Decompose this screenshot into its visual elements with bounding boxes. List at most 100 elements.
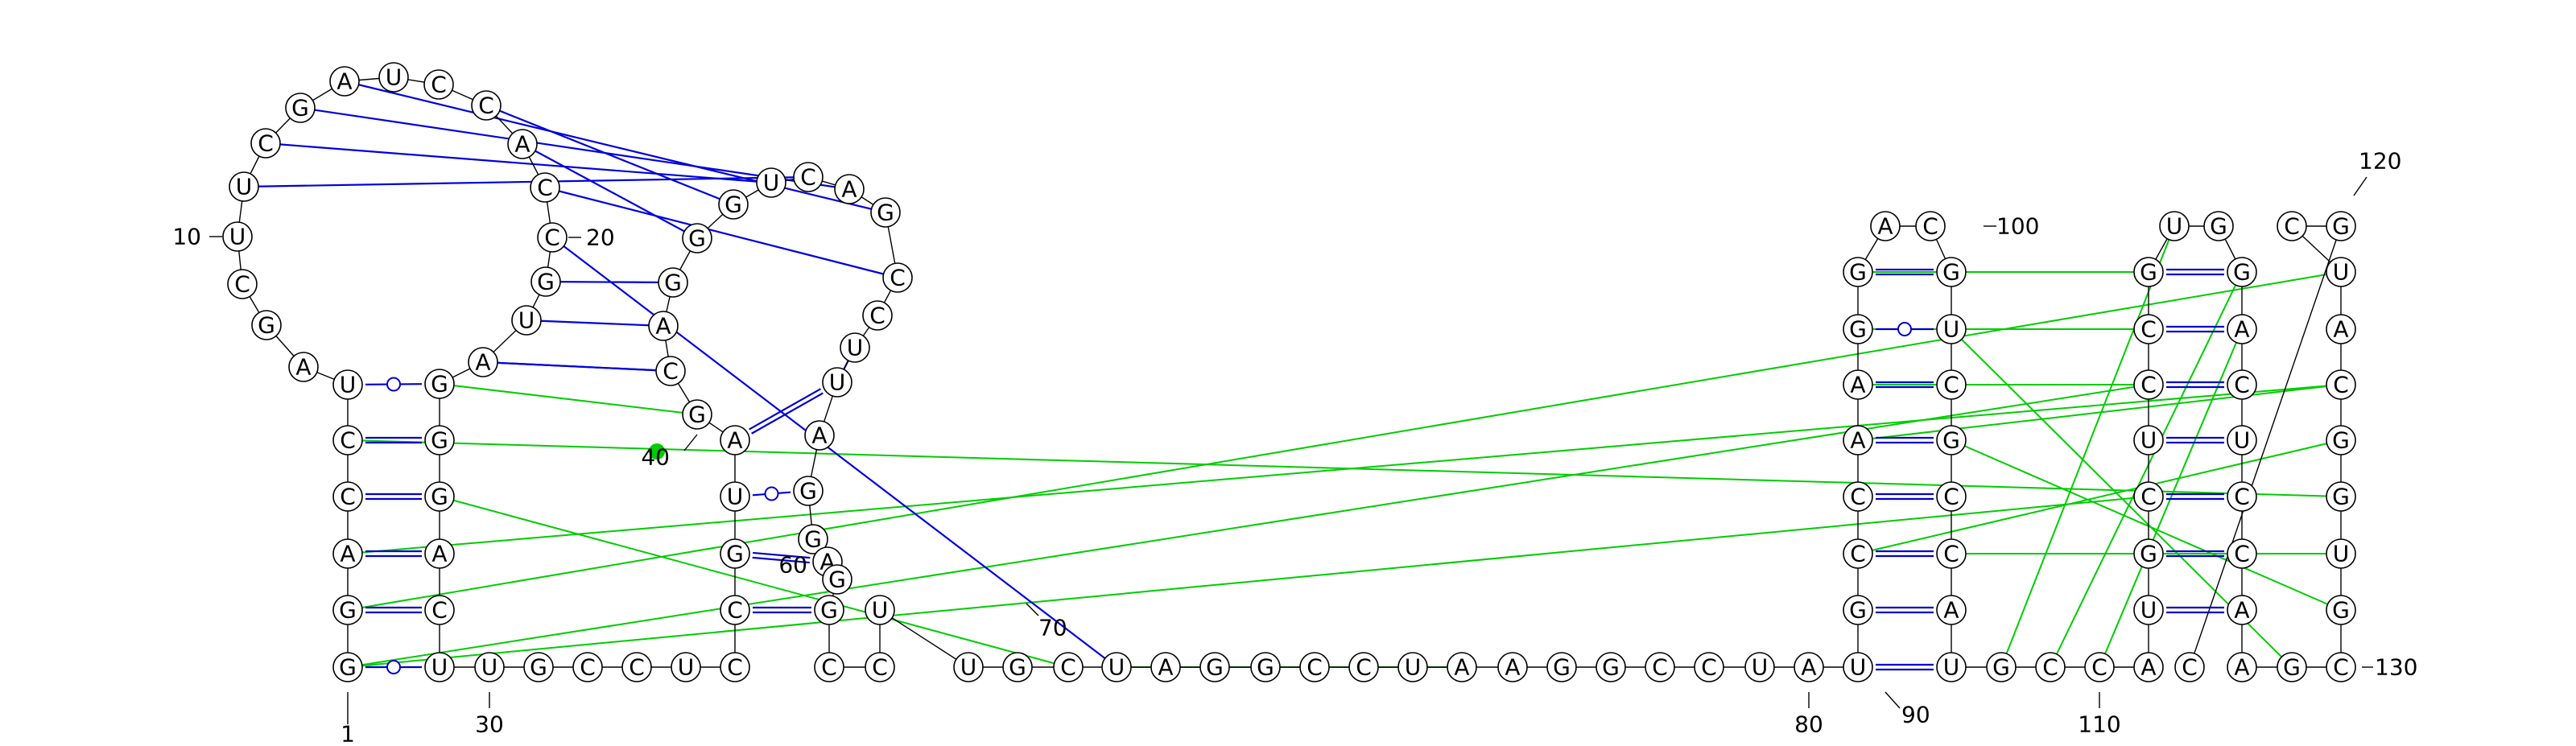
nucleotide-circle [2133, 314, 2164, 344]
nucleotide: A [2326, 314, 2356, 344]
nucleotide: C [530, 172, 560, 203]
nucleotide-circle [621, 652, 652, 682]
tertiary-green-line [347, 439, 2342, 497]
nucleotide-circle [507, 129, 538, 159]
nucleotide-letter: A [1850, 372, 1865, 398]
nucleotide: A [2133, 652, 2164, 682]
nucleotide-circle [865, 595, 895, 625]
nucleotide: C [1053, 652, 1084, 682]
nucleotide-circle [2326, 538, 2356, 569]
nucleotide-circle [2227, 538, 2257, 569]
nucleotide-circle [227, 269, 258, 299]
nucleotide-letter: G [431, 427, 448, 454]
backbone-segment [2189, 225, 2342, 668]
nucleotide: A [1870, 211, 1901, 241]
nucleotide-letter: C [1356, 654, 1372, 681]
nucleotide: C [1843, 538, 1873, 569]
nucleotide-letter: A [841, 176, 857, 203]
nucleotide: U [671, 652, 701, 682]
nucleotide: U [840, 332, 870, 363]
tertiary-green-line [2000, 225, 2175, 668]
nucleotide: G [1546, 652, 1577, 682]
nucleotide: G [2277, 652, 2307, 682]
nucleotide-circle [2326, 595, 2356, 625]
nucleotide: A [1497, 652, 1528, 682]
nucleotide: C [2133, 314, 2164, 344]
nucleotide-letter: G [339, 597, 357, 624]
nucleotide: A [648, 311, 679, 341]
nucleotide-circle [1002, 652, 1033, 682]
nucleotide: U [222, 221, 253, 252]
nucleotide-circle [2133, 257, 2164, 287]
nucleotide-circle [2326, 211, 2356, 241]
tertiary-green-line [347, 384, 2149, 668]
nucleotide-letter: G [1206, 654, 1224, 681]
nucleotide-letter: G [1009, 654, 1026, 681]
number-label: 120 [2359, 148, 2401, 175]
nucleotide-letter: C [1943, 484, 1959, 510]
nucleotide-letter: G [688, 225, 706, 252]
number-label: 40 [641, 444, 670, 471]
nucleotide-circle [572, 652, 603, 682]
nucleotide: C [882, 262, 913, 293]
nucleotide: C [537, 222, 568, 253]
nucleotide-letter: G [1257, 654, 1274, 681]
nucleotide-letter: U [678, 654, 695, 681]
nucleotide-letter: A [2333, 316, 2348, 343]
nucleotide-circle [2174, 652, 2205, 682]
nucleotide: G [658, 267, 688, 298]
nucleotide-circle [1915, 211, 1946, 241]
nucleotide: G [2326, 211, 2356, 241]
nucleotide-circle [424, 595, 455, 625]
nucleotide-circle [1199, 652, 1230, 682]
nucleotide-circle [1870, 211, 1901, 241]
nucleotide-letter: A [336, 68, 352, 95]
number-label: 80 [1794, 711, 1823, 738]
nucleotide-circle [756, 167, 786, 198]
nucleotide-letter: U [1752, 654, 1769, 681]
nucleotide-letter: U [872, 597, 889, 624]
nucleotide-letter: A [514, 131, 530, 158]
nucleotide-letter: A [655, 313, 671, 340]
nucleotide-letter: G [2233, 259, 2251, 286]
nucleotide: C [655, 356, 686, 386]
nucleotide-letter: C [800, 164, 816, 191]
nucleotide-letter: U [229, 224, 246, 250]
nucleotide: C [1843, 481, 1873, 512]
nucleotide: A [1150, 652, 1181, 682]
nucleotide: A [1447, 652, 1477, 682]
nucleotide: C [2227, 369, 2257, 400]
nucleotide: C [2133, 369, 2164, 400]
nucleotide-letter: C [478, 93, 494, 119]
nucleotide-letter: C [2140, 484, 2157, 510]
nucleotide: U [2227, 425, 2257, 455]
nucleotide-letter: G [2332, 213, 2350, 240]
nucleotide-letter: C [2042, 654, 2058, 681]
nucleotide: C [2174, 652, 2205, 682]
number-label: 1 [341, 721, 355, 746]
nucleotide-letter: C [2284, 213, 2300, 240]
nucleotide: C [2277, 211, 2307, 241]
nucleotide: G [793, 476, 824, 506]
nucleotide-circle [1101, 652, 1132, 682]
nucleotide-circle [720, 652, 750, 682]
nucleotide: G [523, 652, 554, 682]
base-pair-line [752, 556, 810, 564]
tertiary-blue-line [299, 106, 850, 191]
nucleotide-circle [2084, 652, 2115, 682]
nucleotide: C [2326, 369, 2356, 400]
nucleotide-circle [2227, 425, 2257, 455]
nucleotide-circle [424, 369, 455, 399]
tertiary-blue-line [482, 361, 671, 373]
nucleotide-circle [2326, 481, 2356, 512]
nucleotide-circle [1843, 257, 1873, 287]
nucleotide: G [814, 595, 844, 625]
nucleotide: A [424, 538, 455, 569]
nucleotide-letter: U [960, 654, 977, 681]
nucleotide-circle [1497, 652, 1528, 682]
nucleotide-circle [2326, 257, 2356, 287]
nucleotide-letter: U [1943, 316, 1960, 343]
nucleotide-letter: U [2333, 259, 2350, 286]
nucleotide: C [2084, 652, 2115, 682]
nucleotide-letter: G [2140, 541, 2157, 567]
